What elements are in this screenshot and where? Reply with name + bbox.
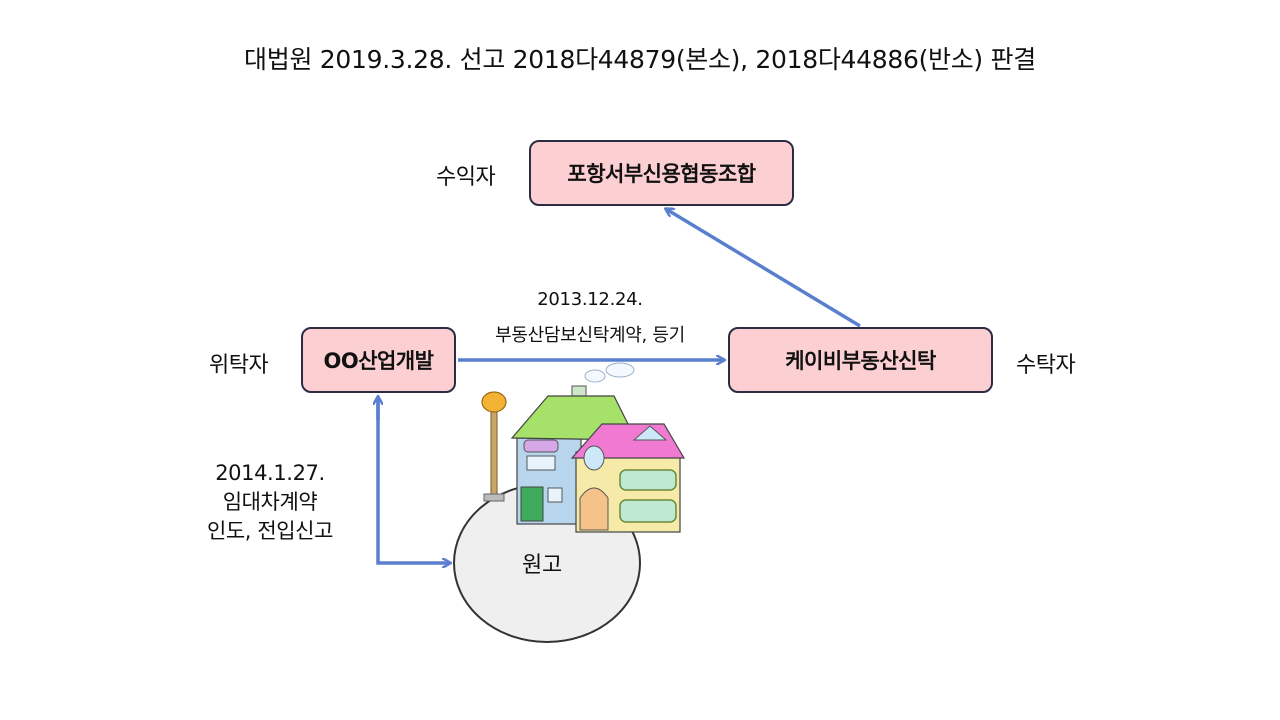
trust-date: 2013.12.24. — [537, 289, 643, 310]
lease-date: 2014.1.27. — [215, 461, 325, 485]
street-lamp-icon — [481, 391, 507, 502]
lease-delivery: 인도, 전입신고 — [206, 519, 334, 543]
beneficiary-box: 포항서부신용협동조합 — [529, 140, 794, 206]
beneficiary-arrow — [666, 209, 861, 328]
trust-label: 부동산담보신탁계약, 등기 — [495, 325, 685, 346]
trustor-box: OO산업개발 — [301, 327, 456, 393]
beneficiary-name: 포항서부신용협동조합 — [567, 162, 756, 186]
plaintiff-label: 원고 — [522, 553, 562, 578]
trustee-box: 케이비부동산신탁 — [728, 327, 993, 393]
lease-note: 2014.1.27. 임대차계약 인도, 전입신고 — [180, 459, 360, 546]
house-icon — [510, 362, 686, 533]
trustor-name: OO산업개발 — [323, 349, 434, 373]
trustor-role: 위탁자 — [209, 353, 269, 378]
trustee-role: 수탁자 — [1016, 353, 1076, 378]
lease-contract: 임대차계약 — [222, 490, 318, 514]
page-title: 대법원 2019.3.28. 선고 2018다44879(본소), 2018다4… — [244, 45, 1036, 74]
lease-arrow — [376, 397, 450, 563]
beneficiary-role: 수익자 — [436, 165, 496, 190]
trustee-name: 케이비부동산신탁 — [785, 349, 936, 373]
